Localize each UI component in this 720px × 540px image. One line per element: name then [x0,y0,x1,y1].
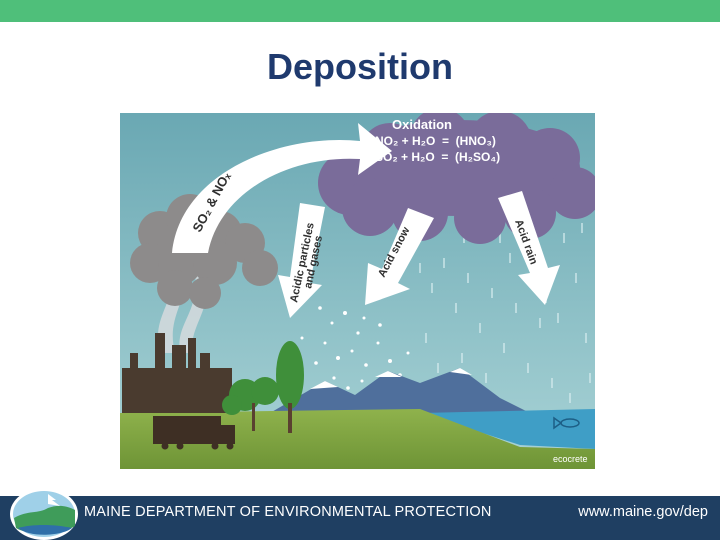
acidic-particles-arrow [278,203,325,318]
acid-deposition-diagram: SO₂ & NOₓ Oxidation NO₂ + H₂O = (HNO₃) S… [120,113,595,469]
acid-snow-arrow [365,208,434,305]
trees [222,341,304,433]
reaction-no2: NO₂ + H₂O = (HNO₃) [375,134,496,148]
emissions-arrow [172,123,392,253]
fish-icon [553,416,580,430]
department-name: MAINE DEPARTMENT OF ENVIRONMENTAL PROTEC… [84,504,492,520]
factory [122,333,232,413]
reaction-so2: SO₂ + H₂O = (H₂SO₄) [375,150,500,164]
ground [120,409,595,469]
image-credit: ecocrete [553,454,588,464]
footer-bar [0,496,720,540]
acid-rain-arrow [498,191,560,305]
department-url-link[interactable]: www.maine.gov/dep [578,504,708,520]
top-accent-bar [0,0,720,22]
lake [420,409,595,449]
maine-dep-logo-icon [10,488,78,540]
slide-title: Deposition [267,46,453,87]
oxidation-title: Oxidation [392,117,452,132]
truck [153,416,235,450]
mountains [270,368,530,413]
mountain-snowcaps [310,368,472,389]
